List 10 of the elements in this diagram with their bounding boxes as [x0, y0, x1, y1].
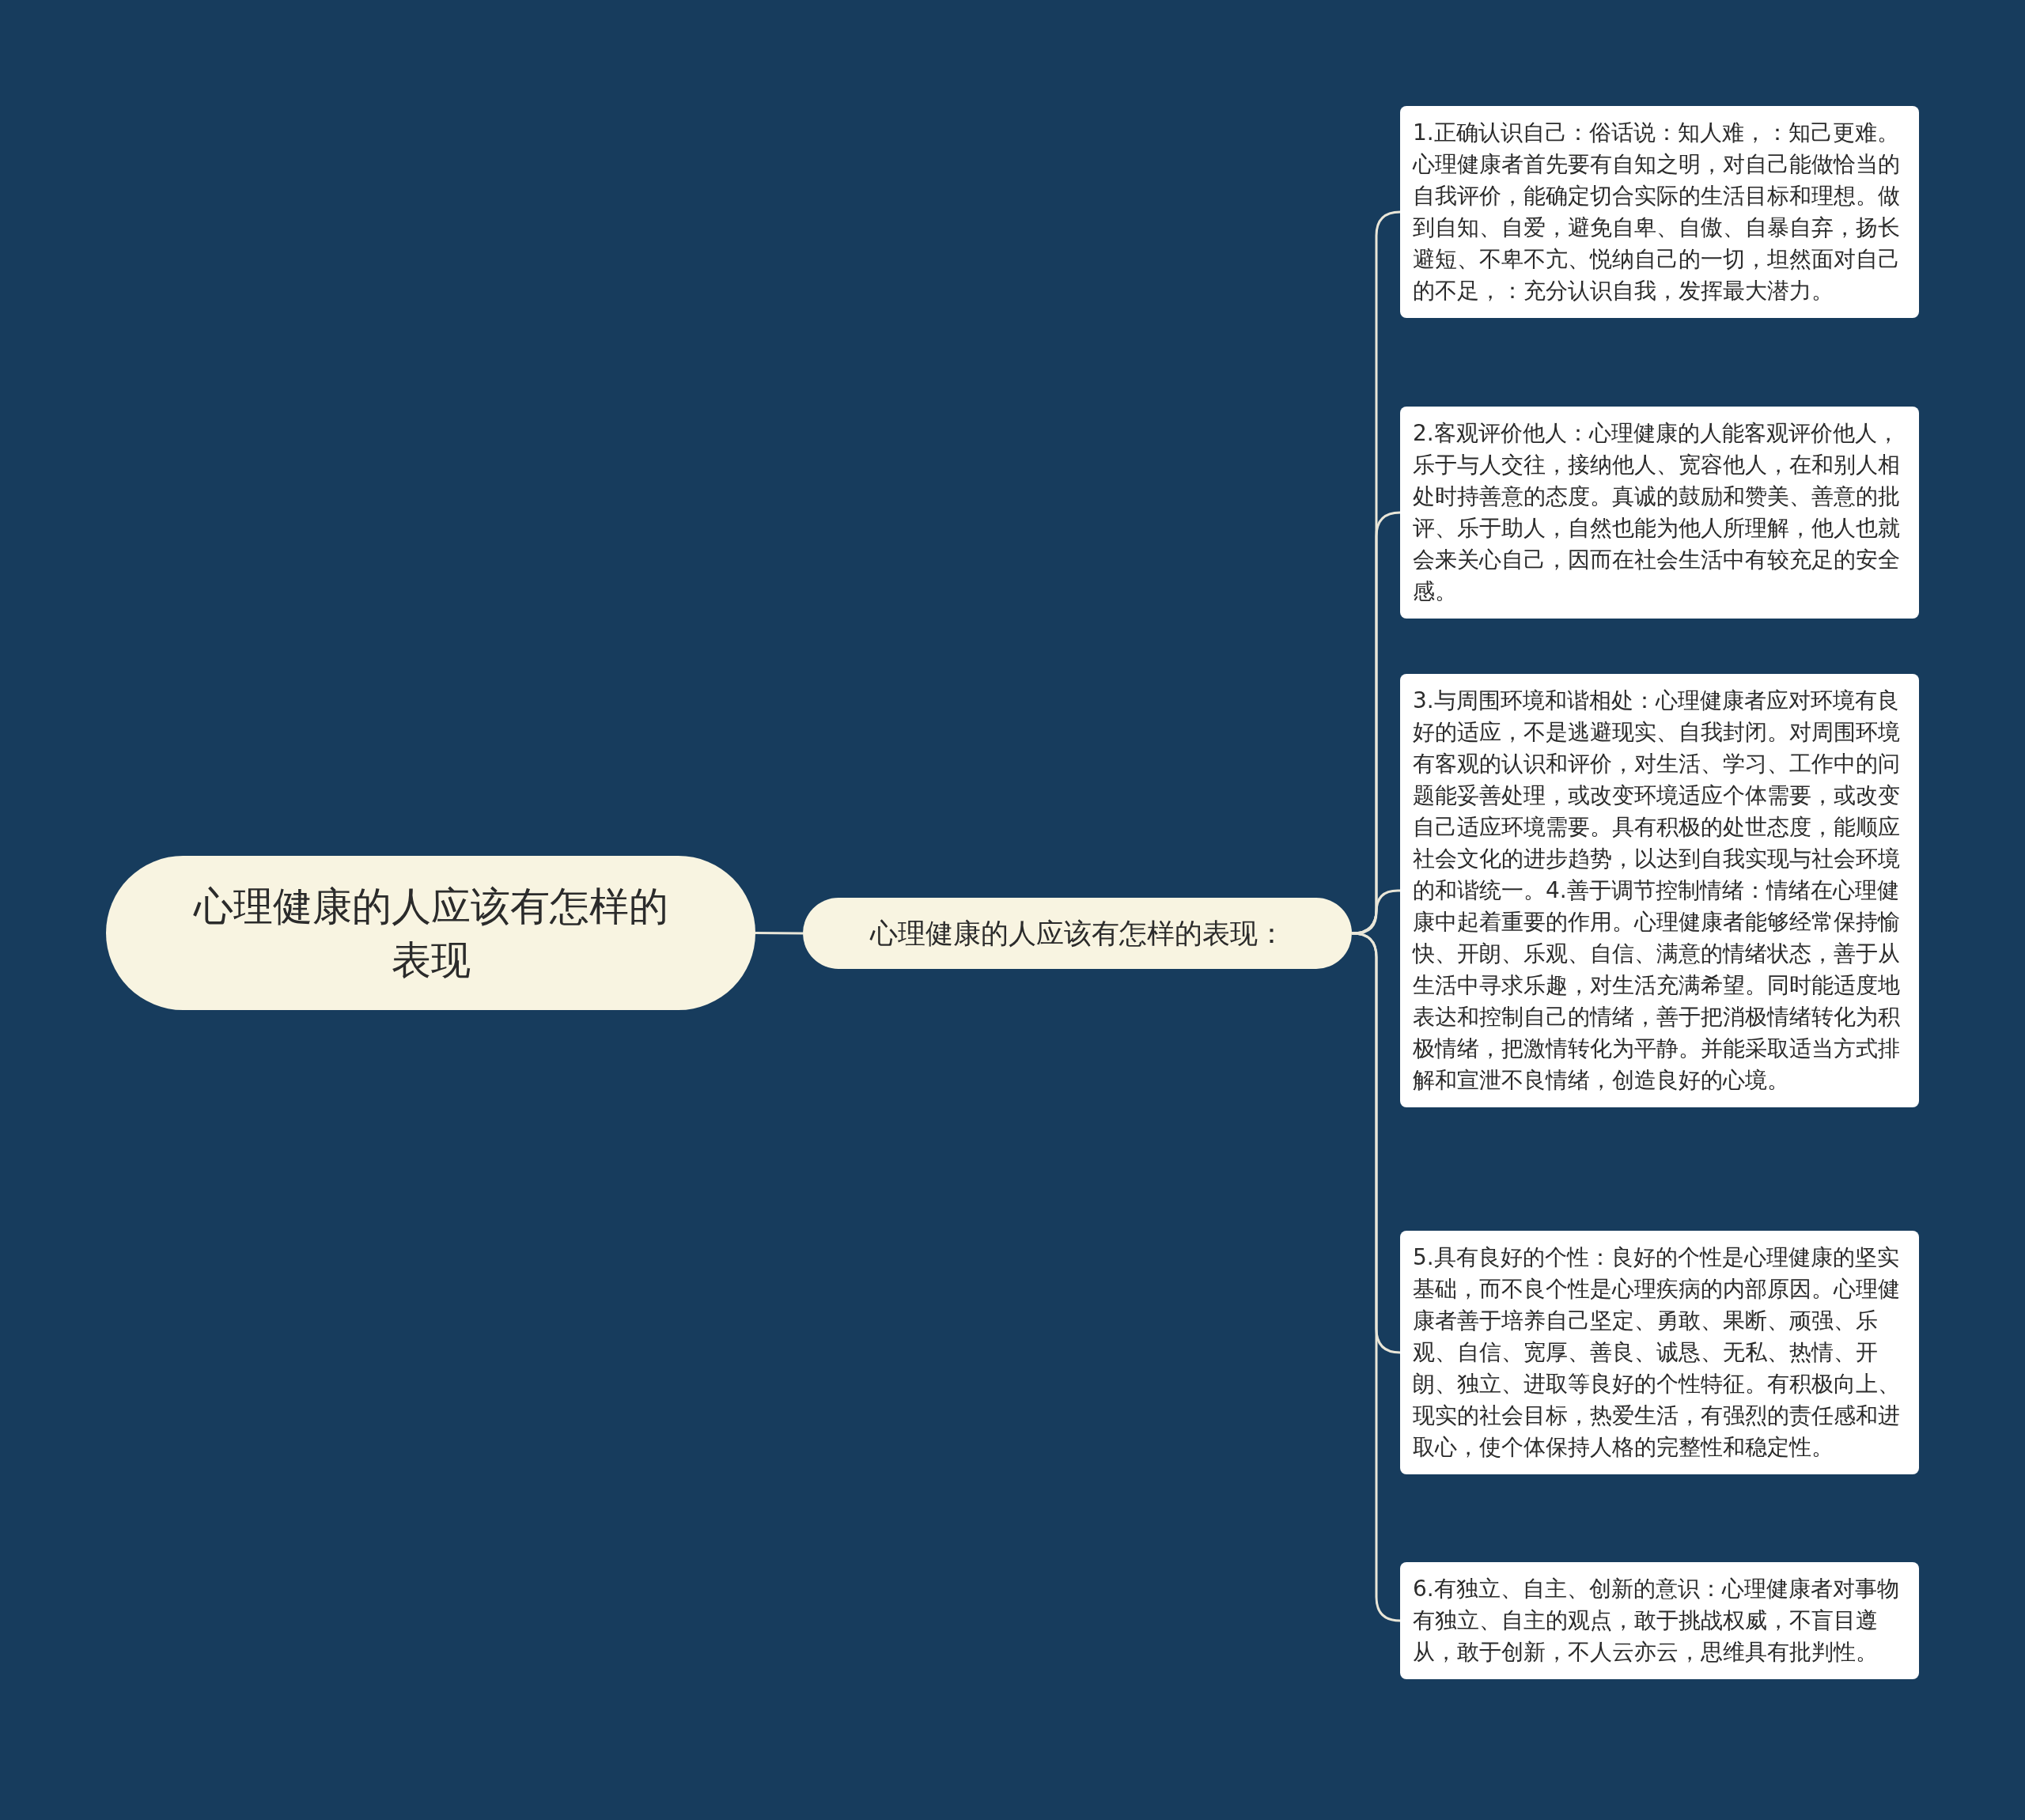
- text-card: 5.具有良好的个性：良好的个性是心理健康的坚实基础，而不良个性是心理疾病的内部原因。心理健康者善于培养自己坚定、勇敢、果断、顽强、乐观、自信、宽厚、善良、诚恳、无私、热情、开朗、独立、进取等良好的个性特征。有积极向上、现实的社会目标，热爱生活，有强烈的责任感和进取心，使个体保持人格的完整性和稳定性。: [1400, 1231, 1919, 1474]
- subtopic-node: 心理健康的人应该有怎样的表现：: [803, 898, 1352, 969]
- text-card: 6.有独立、自主、创新的意识：心理健康者对事物有独立、自主的观点，敢于挑战权威，不盲目遵从，敢于创新，不人云亦云，思维具有批判性。: [1400, 1562, 1919, 1679]
- text-card: 1.正确认识自己：俗话说：知人难，：知己更难。心理健康者首先要有自知之明，对自己能做恰当的自我评价，能确定切合实际的生活目标和理想。做到自知、自爱，避免自卑、自傲、自暴自弃，扬长避短、不卑不亢、悦纳自己的一切，坦然面对自己的不足，：充分认识自我，发挥最大潜力。: [1400, 106, 1919, 318]
- text-card: 2.客观评价他人：心理健康的人能客观评价他人，乐于与人交往，接纳他人、宽容他人，在和别人相处时持善意的态度。真诚的鼓励和赞美、善意的批评、乐于助人，自然也能为他人所理解，他人也就会来关心自己，因而在社会生活中有较充足的安全感。: [1400, 407, 1919, 619]
- connector-line: [755, 932, 803, 935]
- connector-line: [1351, 511, 1402, 935]
- topic-node: 心理健康的人应该有怎样的表现: [106, 856, 755, 1010]
- connector-line: [1351, 932, 1402, 1622]
- text-card: 3.与周围环境和谐相处：心理健康者应对环境有良好的适应，不是逃避现实、自我封闭。对周围环境有客观的认识和评价，对生活、学习、工作中的问题能妥善处理，或改变环境适应个体需要，或改变自己适应环境需要。具有积极的处世态度，能顺应社会文化的进步趋势，以达到自我实现与社会环境的和谐统一。4.善于调节控制情绪：情绪在心理健康中起着重要的作用。心理健康者能够经常保持愉快、开朗、乐观、自信、满意的情绪状态，善于从生活中寻求乐趣，对生活充满希望。同时能适度地表达和控制自己的情绪，善于把消极情绪转化为积极情绪，把激情转化为平静。并能采取适当方式排解和宣泄不良情绪，创造良好的心境。: [1400, 674, 1919, 1107]
